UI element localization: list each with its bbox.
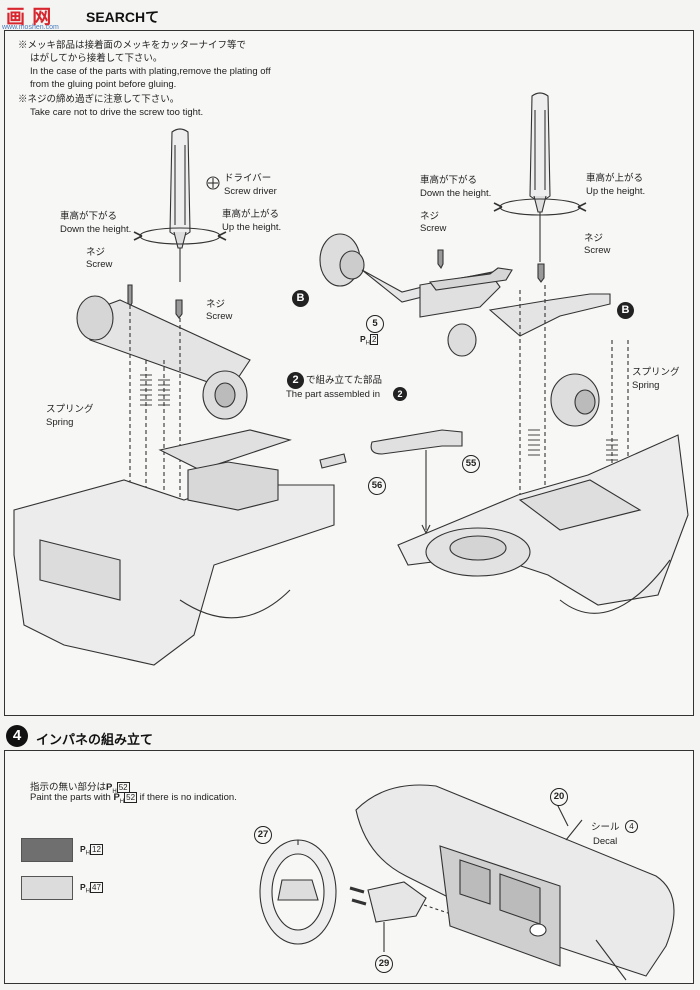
part-5-callout: 5	[366, 315, 384, 333]
left-down-label-en: Down the height.	[60, 224, 132, 235]
right-screw-b-jp: ネジ	[584, 233, 604, 244]
part-20-callout: 20	[550, 788, 568, 806]
assembled-label-jp: で組み立てた部品	[306, 375, 383, 386]
left-spring-en: Spring	[46, 417, 74, 428]
part-56-callout: 56	[368, 477, 386, 495]
right-up-label-en: Up the height.	[586, 186, 646, 197]
driver-label-jp: ドライバー	[224, 173, 272, 184]
right-up-label-jp: 車高が上がる	[586, 173, 644, 184]
left-screw2-jp: ネジ	[206, 299, 226, 310]
part-55-callout: 55	[462, 455, 480, 473]
step2-ref-badge-2: 2	[393, 387, 407, 401]
right-screw-a-en: Screw	[420, 223, 447, 234]
decal-label-en: Decal	[593, 836, 618, 847]
label-b-left: B	[292, 290, 309, 307]
plating-note-en-1: In the case of the parts with plating,re…	[30, 66, 271, 77]
decal-label-jp: シール	[591, 822, 620, 833]
plating-note-en-2: from the gluing point before gluing.	[30, 79, 177, 90]
decal-number: 4	[625, 820, 638, 833]
watermark-url: www.moshen.com	[2, 24, 59, 31]
plating-note-jp: ※メッキ部品は接着面のメッキをカッターナイフ等で	[18, 40, 247, 51]
label-b-right: B	[617, 302, 634, 319]
screw-note-jp: ※ネジの締め過ぎに注意して下さい。	[18, 94, 180, 105]
assembled-label-en: The part assembled in	[286, 389, 380, 400]
part-27-callout: 27	[254, 826, 272, 844]
left-screw2-en: Screw	[206, 311, 233, 322]
step-4-title: インパネの組み立て	[36, 732, 154, 747]
right-screw-a-jp: ネジ	[420, 211, 440, 222]
page-title: SEARCHて	[86, 9, 160, 25]
paint-swatch-dark	[21, 838, 73, 862]
plating-note-jp-2: はがしてから接着して下さい。	[30, 53, 163, 64]
left-screw1-jp: ネジ	[86, 247, 106, 258]
step2-ref-badge: 2	[287, 372, 304, 389]
left-screw1-en: Screw	[86, 259, 113, 270]
paint-swatch-light	[21, 876, 73, 900]
driver-label-en: Screw driver	[224, 186, 277, 197]
page-header: 画 网 www.moshen.com SEARCHて	[0, 0, 700, 31]
step-4-badge: 4	[6, 725, 28, 747]
watermark-logo: 画 网	[6, 7, 53, 28]
left-up-label-en: Up the height.	[222, 222, 282, 233]
left-down-label-jp: 車高が下がる	[60, 211, 118, 222]
right-spring-en: Spring	[632, 380, 660, 391]
right-down-label-jp: 車高が下がる	[420, 175, 478, 186]
right-screw-b-en: Screw	[584, 245, 611, 256]
left-spring-jp: スプリング	[46, 404, 94, 415]
screw-note-en: Take care not to drive the screw too tig…	[30, 107, 204, 118]
part-29-callout: 29	[375, 955, 393, 973]
left-up-label-jp: 車高が上がる	[222, 209, 280, 220]
right-spring-jp: スプリング	[632, 367, 680, 378]
right-down-label-en: Down the height.	[420, 188, 492, 199]
